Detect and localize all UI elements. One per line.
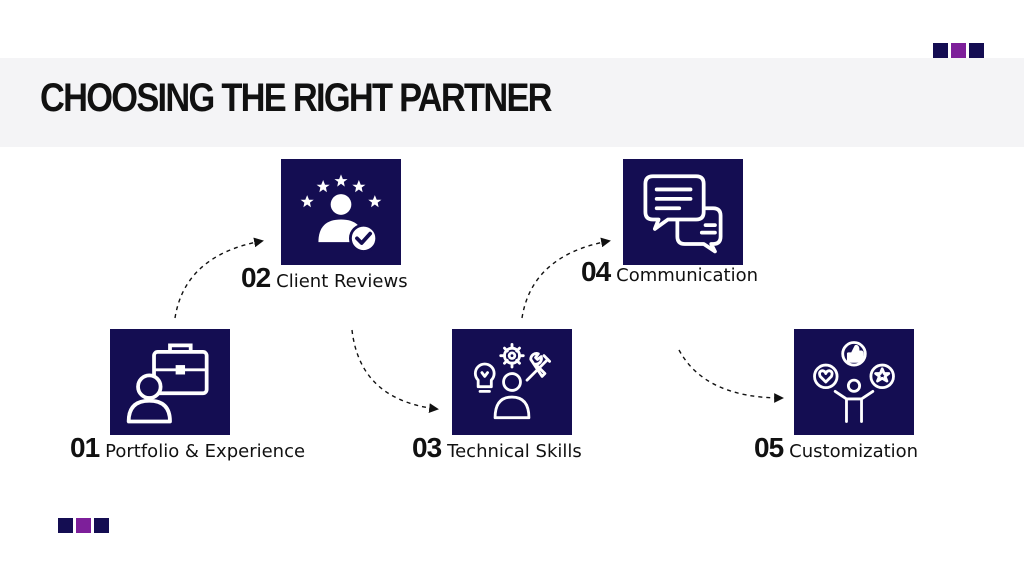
step-title: Client Reviews: [276, 271, 408, 292]
step-title: Customization: [789, 441, 919, 462]
title-band: [0, 58, 1024, 147]
arrow-04-to-05: [678, 349, 784, 403]
step-number: 04: [581, 256, 611, 287]
rated-client-icon: [300, 174, 382, 253]
decor-square: [76, 518, 91, 533]
decor-square: [951, 43, 966, 58]
step-04-icon-box: [623, 159, 743, 265]
step-number: 02: [241, 262, 271, 293]
step-02-icon-box: [281, 159, 401, 265]
decor-square: [933, 43, 948, 58]
step-number: 01: [70, 432, 100, 463]
step-number: 03: [412, 432, 442, 463]
step-title: Portfolio & Experience: [105, 441, 306, 462]
customization-icon: [813, 341, 895, 423]
step-02-label: 02 Client Reviews: [241, 262, 408, 294]
decor-square: [58, 518, 73, 533]
step-05-label: 05 Customization: [754, 432, 918, 464]
chat-bubbles-icon: [643, 174, 723, 254]
decor-square: [969, 43, 984, 58]
step-03-icon-box: [452, 329, 572, 435]
decor-square: [94, 518, 109, 533]
page-title: CHOOSING THE RIGHT PARTNER: [40, 76, 553, 120]
technical-skills-icon: [473, 342, 552, 420]
arrow-03-to-04: [521, 237, 611, 319]
briefcase-person-icon: [126, 343, 209, 424]
arrow-02-to-03: [351, 329, 439, 413]
step-title: Communication: [616, 265, 759, 286]
step-title: Technical Skills: [447, 441, 582, 462]
step-number: 05: [754, 432, 784, 463]
step-03-label: 03 Technical Skills: [412, 432, 582, 464]
step-01-icon-box: [110, 329, 230, 435]
arrow-01-to-02: [174, 237, 264, 319]
step-01-label: 01 Portfolio & Experience: [70, 432, 305, 464]
step-04-label: 04 Communication: [581, 256, 758, 288]
step-05-icon-box: [794, 329, 914, 435]
